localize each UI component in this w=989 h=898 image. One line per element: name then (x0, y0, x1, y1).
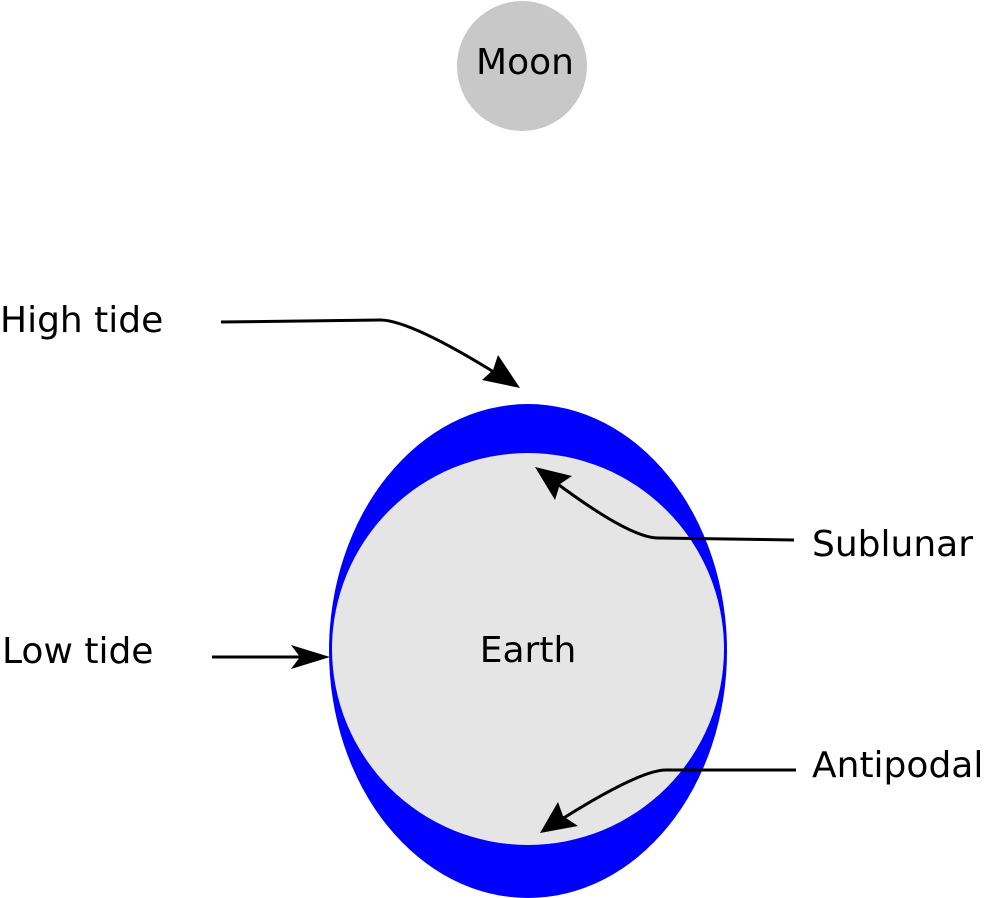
sublunar-label: Sublunar (812, 524, 973, 565)
sublunar-arrow-line (554, 480, 795, 542)
high-tide-arrow-head (482, 355, 520, 388)
earth-label: Earth (480, 630, 577, 671)
high-tide-arrow-line (220, 318, 498, 376)
high-tide-label: High tide (0, 300, 163, 341)
moon-label: Moon (476, 42, 574, 83)
low-tide-arrow-head (291, 645, 330, 669)
low-tide-label: Low tide (2, 631, 153, 672)
earth-circle (332, 453, 724, 845)
sublunar-arrow-head (535, 467, 572, 500)
antipodal-arrow-head (540, 802, 578, 833)
antipodal-label: Antipodal (812, 745, 983, 786)
moon-circle (457, 1, 587, 131)
antipodal-arrow-line (561, 768, 796, 821)
